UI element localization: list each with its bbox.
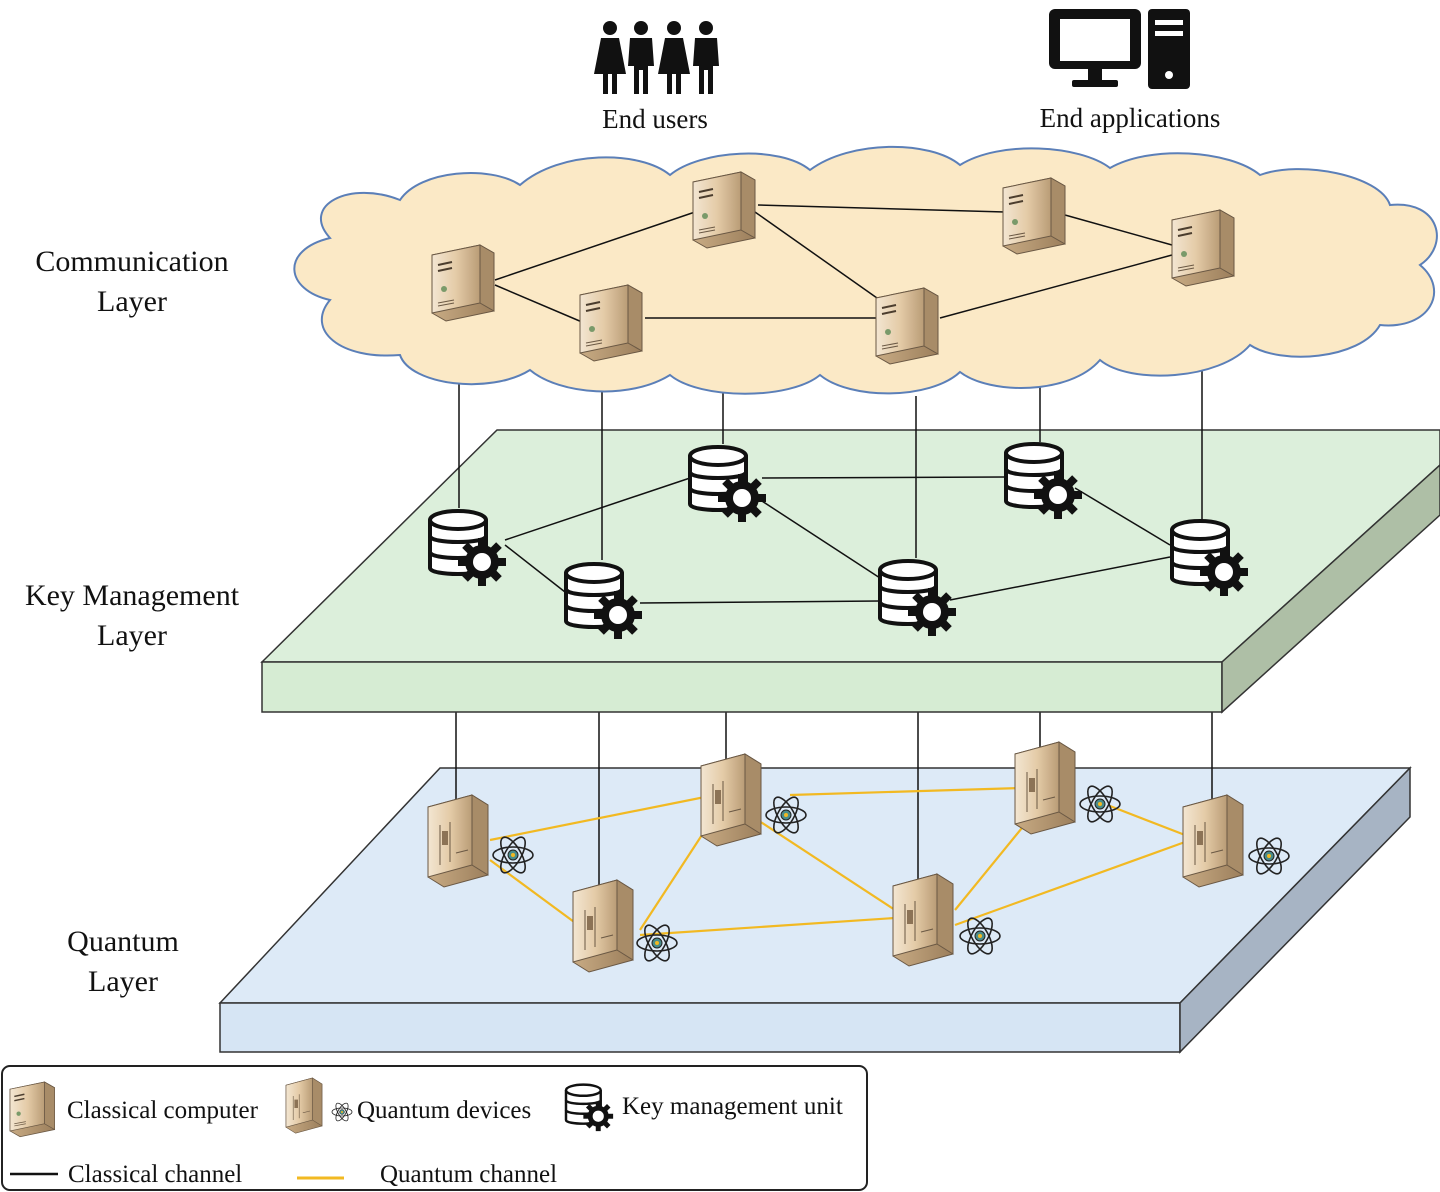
classical-links-upper	[458, 356, 1203, 560]
legend-key-management-unit: Key management unit	[622, 1093, 843, 1120]
quantum-channels	[489, 786, 1186, 937]
communication-layer-label-line1: Communication	[35, 245, 228, 278]
quantum-device-legend-icon	[285, 1077, 323, 1134]
key-management-layer-plane	[260, 429, 1440, 714]
quantum-layer-label-line2: Layer	[88, 965, 158, 998]
key-management-layer-label-line2: Layer	[97, 619, 167, 652]
end-users-label: End users	[602, 104, 708, 134]
end-applications-label: End applications	[1040, 103, 1221, 133]
classical-computer-legend-icon	[9, 1081, 56, 1138]
legend-classical-channel: Classical channel	[68, 1161, 242, 1188]
communication-layer-label-line2: Layer	[97, 285, 167, 318]
legend-quantum-channel: Quantum channel	[380, 1161, 557, 1188]
classical-links-lower	[455, 712, 1213, 890]
end-applications-icon	[1049, 9, 1190, 89]
key-management-layer-label-line1: Key Management	[25, 579, 240, 612]
legend-quantum-devices: Quantum devices	[357, 1097, 531, 1124]
quantum-layer-label-line1: Quantum	[67, 925, 179, 958]
end-users-icon	[594, 21, 719, 94]
key-management-channels	[504, 476, 1171, 604]
communication-channels	[494, 204, 1173, 323]
quantum-layer-plane	[218, 766, 1412, 1054]
legend: Classical computer Quantum devices Key m…	[1, 1065, 868, 1191]
legend-classical-computer: Classical computer	[67, 1097, 259, 1124]
